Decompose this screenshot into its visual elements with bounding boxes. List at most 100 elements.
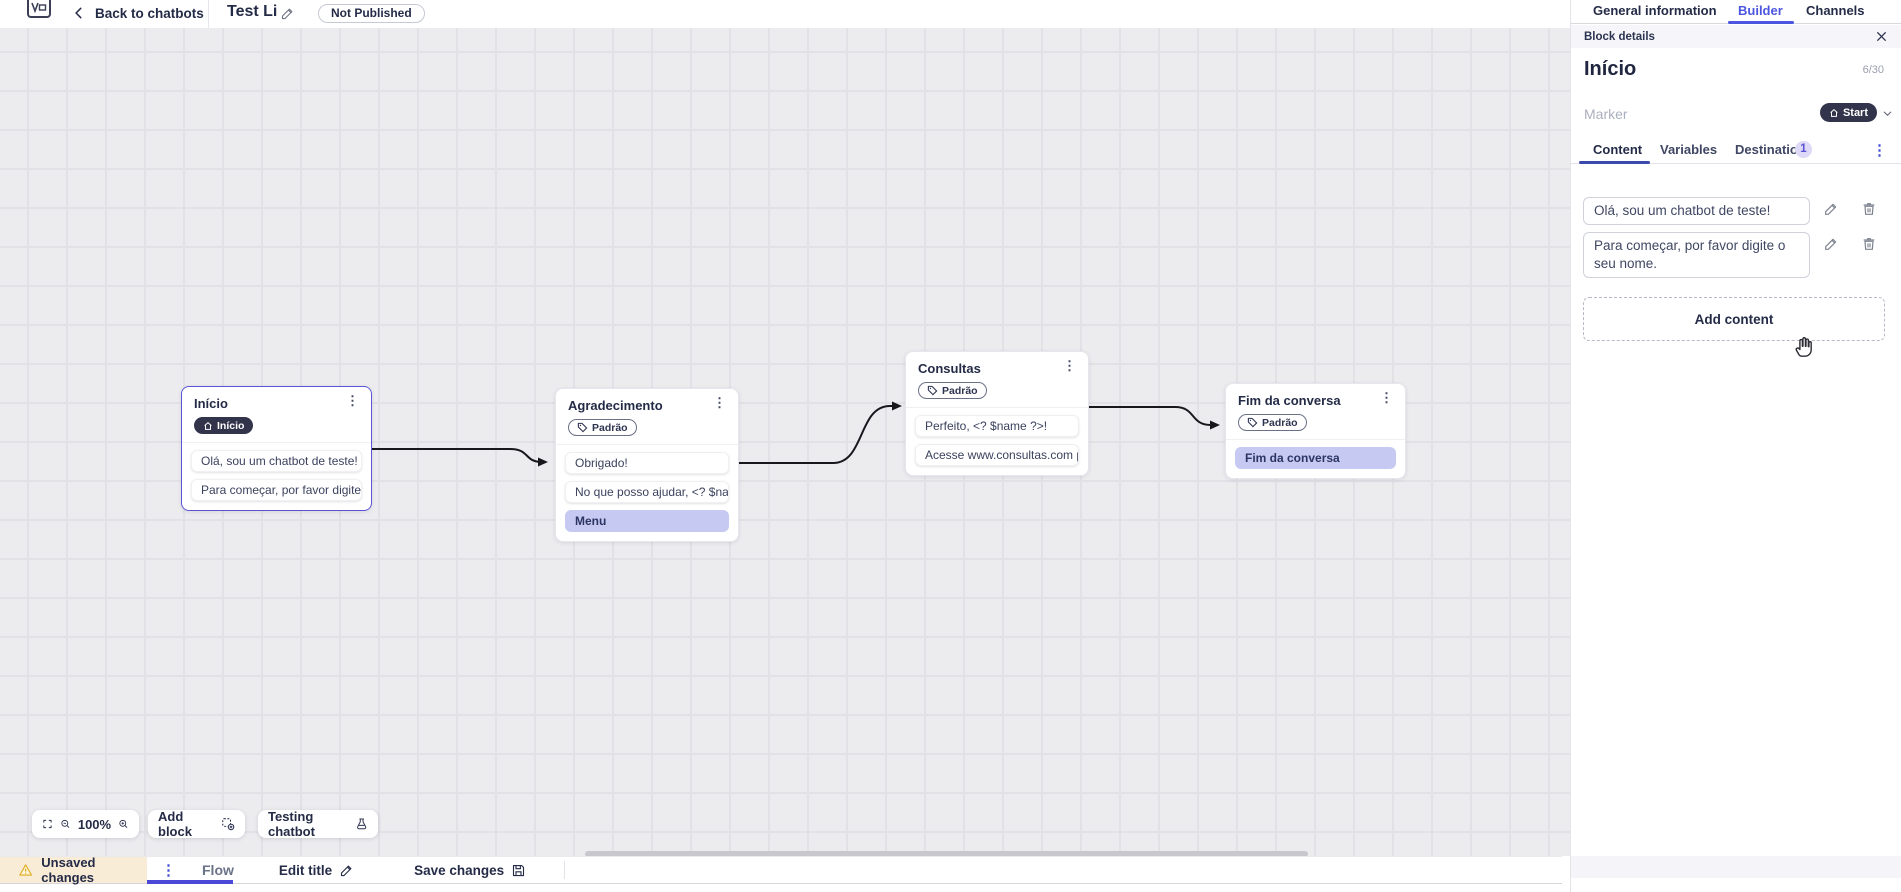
edit-title-label: Edit title [278, 862, 333, 878]
zoom-out-icon[interactable] [60, 816, 71, 832]
default-marker-badge: Padrão [1238, 414, 1307, 431]
panel-footer [1571, 856, 1901, 878]
top-bar: Back to chatbots Test Li Not Published [0, 0, 1570, 28]
edit-pencil-icon[interactable] [1823, 236, 1839, 252]
save-icon [513, 864, 525, 876]
kebab-menu-icon[interactable]: ⋮ [1380, 390, 1393, 405]
node-content-item[interactable]: Acesse www.consultas.com par... [915, 444, 1079, 466]
kebab-menu-icon[interactable]: ⋮ [1872, 142, 1887, 159]
tab-content[interactable]: Content [1593, 142, 1643, 157]
unsaved-changes-status: Unsaved changes [0, 855, 147, 885]
testing-chatbot-label: Testing chatbot [268, 809, 315, 839]
node-content-item[interactable]: Para começar, por favor digite o ... [191, 479, 362, 501]
edit-title-button[interactable]: Edit title [279, 863, 354, 878]
tab-variables[interactable]: Variables [1660, 142, 1718, 157]
content-item-input[interactable]: Olá, sou um chatbot de teste! [1583, 197, 1810, 226]
zoom-in-icon[interactable] [118, 816, 129, 832]
node-title: Consultas [918, 361, 981, 376]
edit-pencil-icon [341, 865, 352, 876]
node-content-item[interactable]: Olá, sou um chatbot de teste! [191, 450, 362, 472]
node-content-item[interactable]: Obrigado! [565, 452, 729, 474]
node-head: Consultas ⋮ Padrão [906, 352, 1088, 407]
node-items: Fim da conversa [1226, 439, 1405, 478]
node-items: Olá, sou um chatbot de teste! Para começ… [182, 442, 371, 510]
warning-icon [19, 864, 33, 876]
close-icon[interactable] [1875, 30, 1888, 43]
edit-title-pencil-icon[interactable] [280, 6, 295, 21]
flow-node-consultas[interactable]: Consultas ⋮ Padrão Perfeito, <? $name ?>… [905, 351, 1089, 476]
node-items: Obrigado! No que posso ajudar, <? $name … [556, 444, 738, 541]
tab-general-information[interactable]: General information [1593, 3, 1717, 18]
default-marker-badge: Padrão [568, 419, 637, 436]
block-name[interactable]: Início [1584, 58, 1637, 80]
testing-chatbot-button[interactable]: Testing chatbot [258, 809, 378, 839]
tab-destination[interactable]: Destination [1735, 142, 1806, 157]
active-tab-underline [1579, 161, 1650, 164]
save-changes-label: Save changes [414, 862, 505, 878]
default-marker-badge: Padrão [918, 382, 987, 399]
tab-channels[interactable]: Channels [1806, 3, 1865, 18]
header-divider [208, 0, 209, 28]
chatbot-title[interactable]: Test Li [227, 3, 278, 20]
marker-label: Marker [1584, 106, 1628, 122]
home-icon [204, 421, 212, 430]
flow-canvas[interactable]: Início ⋮ Início Olá, sou um chatbot de t… [0, 28, 1570, 857]
tag-icon [577, 422, 588, 433]
home-icon [1830, 108, 1838, 117]
node-items: Perfeito, <? $name ?>! Acesse www.consul… [906, 407, 1088, 475]
node-title: Agradecimento [568, 398, 663, 413]
zoom-controls: 100% [32, 810, 139, 838]
node-content-item[interactable]: No que posso ajudar, <? $name ... [565, 481, 729, 503]
back-to-chatbots-link[interactable]: Back to chatbots [95, 6, 204, 21]
kebab-menu-icon[interactable]: ⋮ [346, 393, 359, 408]
content-item-input[interactable]: Para começar, por favor digite o seu nom… [1583, 232, 1810, 279]
node-title: Início [194, 396, 228, 411]
bottom-bar: Unsaved changes ⋮ Flow Edit title Save c… [0, 855, 1562, 885]
block-details-panel: General information Builder Channels Blo… [1570, 0, 1901, 892]
flow-node-fim-da-conversa[interactable]: Fim da conversa ⋮ Padrão Fim da conversa [1225, 383, 1406, 479]
flask-icon [356, 818, 366, 830]
add-content-button[interactable]: Add content [1583, 297, 1885, 341]
add-block-button[interactable]: Add block [148, 809, 245, 839]
edit-pencil-icon[interactable] [1823, 201, 1839, 217]
block-detail-tabs: Content Variables Destination 1 ⋮ [1571, 139, 1901, 164]
destination-count-badge: 1 [1795, 141, 1812, 158]
char-counter: 6/30 [1862, 64, 1884, 76]
node-head: Fim da conversa ⋮ Padrão [1226, 384, 1405, 439]
start-marker-badge: Início [194, 417, 254, 434]
marker-value-pill[interactable]: Start [1819, 103, 1877, 122]
tab-builder[interactable]: Builder [1738, 3, 1783, 18]
canvas-horizontal-scrollbar[interactable] [585, 851, 1308, 857]
kebab-menu-icon[interactable]: ⋮ [713, 395, 726, 410]
node-content-item[interactable]: Perfeito, <? $name ?>! [915, 415, 1079, 437]
fit-screen-icon[interactable] [42, 816, 53, 832]
flow-node-inicio[interactable]: Início ⋮ Início Olá, sou um chatbot de t… [181, 386, 372, 511]
node-head: Início ⋮ Início [182, 387, 371, 442]
node-end-item[interactable]: Fim da conversa [1235, 447, 1396, 469]
add-block-icon [222, 818, 235, 831]
trash-icon[interactable] [1861, 201, 1877, 217]
add-block-label: Add block [158, 809, 192, 839]
flow-node-agradecimento[interactable]: Agradecimento ⋮ Padrão Obrigado! No que … [555, 388, 739, 542]
save-changes-button[interactable]: Save changes [414, 863, 526, 878]
tab-flow[interactable]: Flow [202, 862, 234, 878]
active-tab-underline [1728, 21, 1794, 24]
node-title: Fim da conversa [1238, 393, 1341, 408]
tag-icon [1247, 417, 1258, 428]
app-logo [27, 0, 51, 18]
chevron-left-icon[interactable] [72, 6, 86, 20]
footer-divider [564, 861, 566, 879]
node-menu-item[interactable]: Menu [565, 510, 729, 532]
unsaved-changes-label: Unsaved changes [41, 855, 96, 885]
chevron-down-icon[interactable] [1882, 108, 1893, 119]
trash-icon[interactable] [1861, 236, 1877, 252]
status-badge: Not Published [318, 4, 425, 23]
panel-title: Block details [1584, 30, 1655, 43]
kebab-menu-icon[interactable]: ⋮ [161, 862, 176, 879]
builder-nav-tabs: General information Builder Channels [1571, 0, 1901, 24]
tag-icon [927, 385, 938, 396]
node-head: Agradecimento ⋮ Padrão [556, 389, 738, 444]
kebab-menu-icon[interactable]: ⋮ [1063, 358, 1076, 373]
logo-glyph [31, 2, 47, 14]
